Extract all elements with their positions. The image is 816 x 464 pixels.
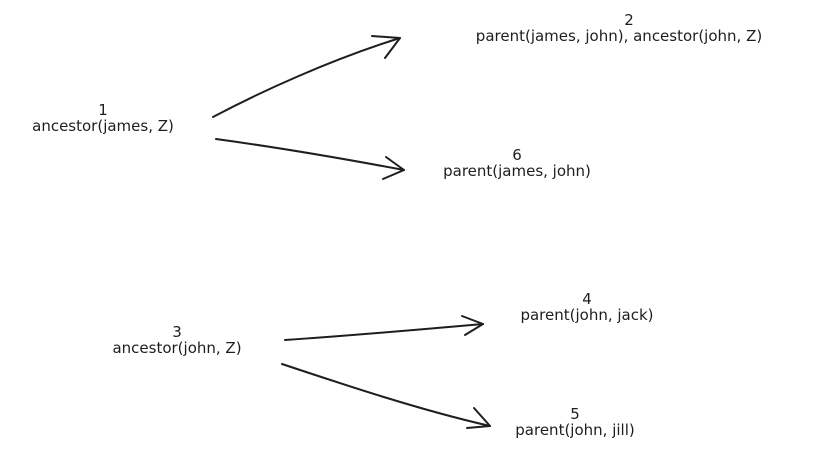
node-label: ancestor(john, Z) (112, 338, 242, 357)
edge-line (215, 138, 405, 171)
node-number: 2 (624, 11, 634, 29)
arrowhead-icon (382, 156, 405, 180)
node-3: 3 ancestor(john, Z) (84, 323, 270, 357)
node-label: parent(john, jack) (520, 305, 654, 324)
edge-1-to-2 (212, 35, 401, 118)
node-number: 5 (570, 405, 580, 423)
node-label: parent(john, jill) (515, 420, 635, 439)
node-label: ancestor(james, Z) (32, 116, 174, 135)
node-number: 6 (512, 146, 522, 164)
edge-3-to-5 (281, 363, 491, 429)
node-2: 2 parent(james, john), ancestor(john, Z) (432, 11, 806, 45)
node-number: 1 (98, 101, 108, 119)
node-number: 4 (582, 290, 592, 308)
edge-line (284, 323, 484, 341)
arrowhead-icon (371, 35, 401, 59)
edge-3-to-4 (284, 315, 484, 341)
node-1: 1 ancestor(james, Z) (8, 101, 198, 135)
node-label: parent(james, john) (443, 161, 591, 180)
node-label: parent(james, john), ancestor(john, Z) (475, 26, 763, 45)
node-5: 5 parent(john, jill) (500, 405, 650, 439)
edge-line (281, 363, 491, 427)
arrowhead-icon (466, 407, 491, 429)
edge-1-to-6 (215, 138, 405, 180)
node-number: 3 (172, 323, 182, 341)
edge-line (212, 37, 401, 118)
node-4: 4 parent(john, jack) (496, 290, 678, 324)
node-6: 6 parent(james, john) (432, 146, 602, 180)
arrowhead-icon (461, 315, 484, 336)
